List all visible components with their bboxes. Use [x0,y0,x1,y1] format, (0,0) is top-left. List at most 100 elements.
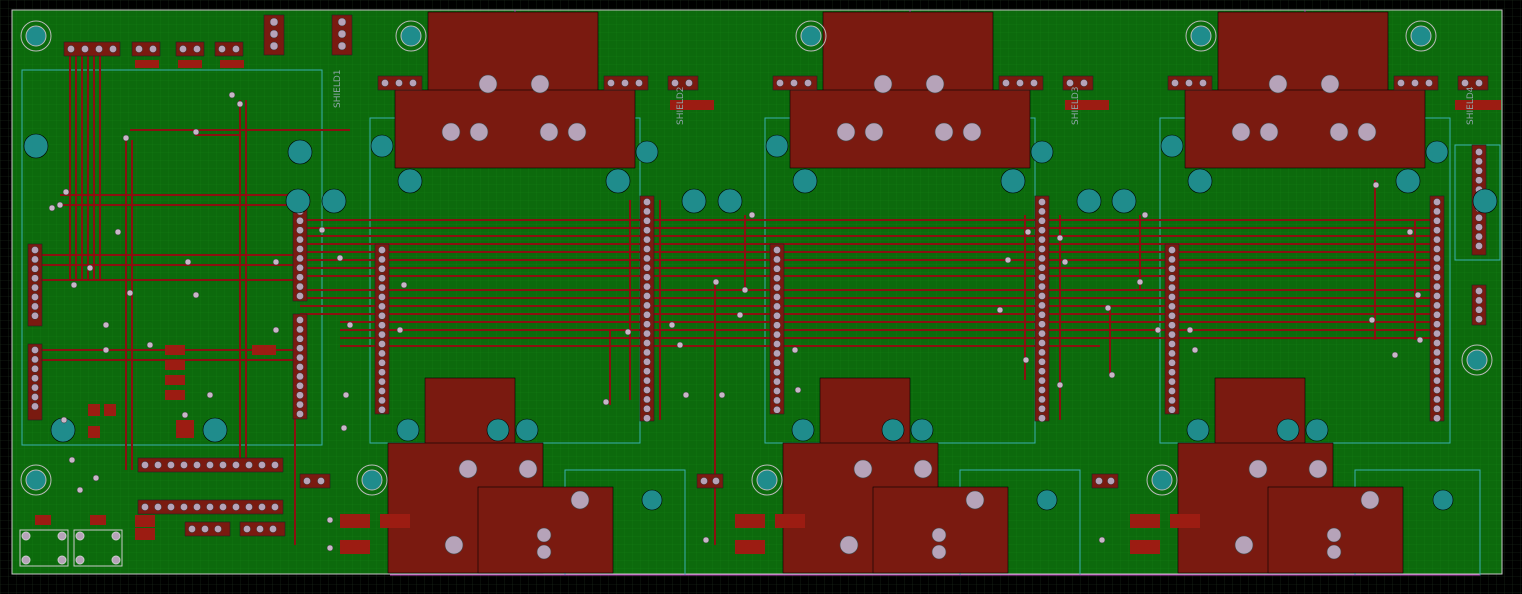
pin [180,503,188,511]
pin [31,364,39,373]
pin [31,302,39,311]
pin [1433,282,1441,291]
pin [1038,282,1046,291]
pin [1168,405,1176,414]
pin [31,355,39,364]
pin [773,255,781,264]
pin [1168,321,1176,330]
pin [70,281,78,289]
pin [31,255,39,264]
pin [400,281,408,289]
pin [643,273,651,282]
pin [342,391,350,399]
pin [773,387,781,395]
pin [269,17,279,27]
pin [1168,255,1176,264]
pin [1168,311,1176,320]
pin [773,358,781,367]
pin [1168,302,1176,311]
pin [1056,234,1064,242]
pin [296,353,304,362]
pin [643,386,651,394]
pin [1038,386,1046,394]
pin [1475,213,1483,222]
pin [296,334,304,343]
silkscreen: SHIELD1 SHIELD2 SHIELD3 SHIELD4 [333,70,1476,126]
pin [1038,235,1046,244]
header-pins [31,148,1483,423]
pin [337,17,347,27]
pin [149,45,157,53]
smd-pads [35,60,1501,554]
pin [167,503,175,511]
pin [718,391,726,399]
pin [296,400,304,409]
pin [378,368,386,377]
pin [181,411,189,419]
vertical-traces [69,50,1416,545]
pin [773,396,781,405]
pin [773,368,781,377]
pin [245,461,253,469]
pin [340,424,348,432]
pin [773,349,781,358]
pin [154,503,162,511]
pin [1168,264,1176,273]
pin [643,404,651,413]
pin [1168,377,1176,386]
pin [184,258,192,266]
pin [378,311,386,320]
pin [773,311,781,320]
pin [76,486,84,494]
pin [773,340,781,348]
pin [114,228,122,236]
small-vias [48,91,1424,552]
pin [296,292,304,300]
pin [193,503,201,511]
pin [31,383,39,392]
pin [1038,301,1046,310]
pin [1186,326,1194,334]
pin [31,274,39,283]
pin [1433,376,1441,385]
pin [296,381,304,390]
pin [67,45,75,53]
pin [1022,356,1030,364]
pin [271,461,279,469]
pin [192,291,200,299]
pin [748,211,756,219]
pin [668,321,676,329]
pin [1475,166,1483,175]
pin [167,461,175,469]
pin [1475,148,1483,156]
pin [682,391,690,399]
pin [1433,357,1441,366]
pin [269,29,279,39]
pin [1372,181,1380,189]
pin [378,387,386,395]
pin [1391,351,1399,359]
pin [1038,320,1046,329]
pin [643,254,651,263]
pin [296,391,304,400]
pin [1414,291,1422,299]
pin [122,134,130,142]
pin [1002,79,1010,87]
pin [81,45,89,53]
pin [1104,304,1112,312]
pin [86,264,94,272]
pin [773,283,781,292]
pin [1416,336,1424,344]
pin [126,289,134,297]
pin [378,264,386,273]
through-holes [23,133,1498,511]
pin [1433,292,1441,300]
pin [1475,242,1483,250]
pin [643,376,651,385]
pin [272,258,280,266]
shield-label-3: SHIELD3 [1071,87,1081,126]
pin [804,79,812,87]
pin [31,346,39,354]
pin [1168,358,1176,367]
